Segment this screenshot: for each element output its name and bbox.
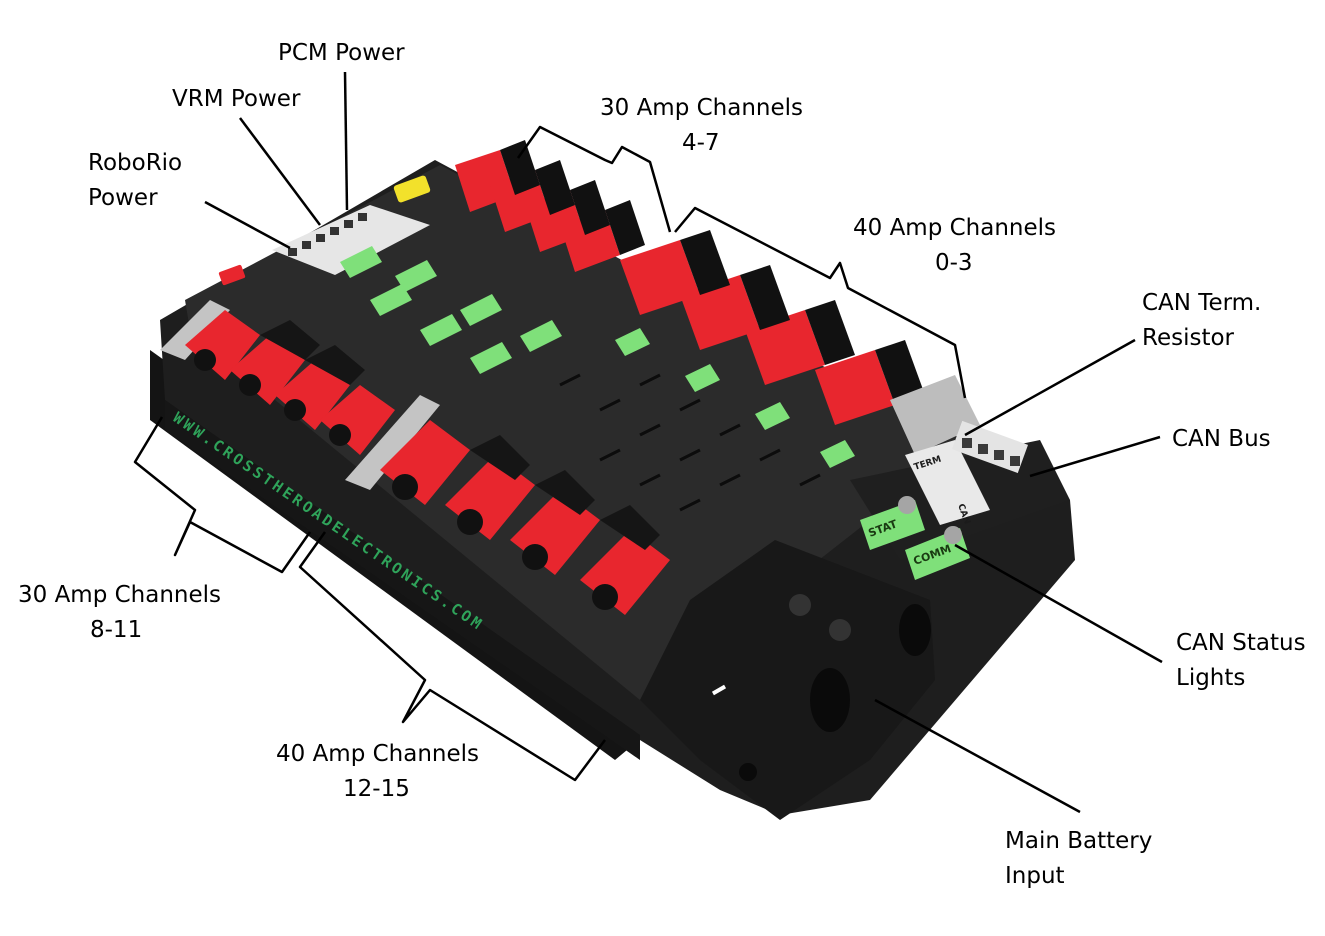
brace-40amp-12-15 [298, 531, 606, 782]
battery-post-2 [829, 619, 851, 641]
mount-hole [739, 763, 757, 781]
label-can-status-line2: Lights [1176, 665, 1245, 691]
top-connector-row [455, 140, 980, 455]
label-battery-line2: Input [1005, 863, 1065, 889]
annotations: PCM Power VRM Power RoboRio Power 30 Amp… [18, 40, 1306, 889]
label-roborio-power-line1: RoboRio [88, 150, 182, 176]
leader-can-bus [1029, 435, 1161, 478]
leader-vrm-power [238, 117, 322, 226]
comm-led [944, 526, 962, 544]
plate-slots [559, 373, 821, 512]
label-vrm-power: VRM Power [172, 86, 301, 112]
label-can-status-line1: CAN Status [1176, 630, 1306, 656]
brace-30amp-8-11 [133, 416, 312, 574]
can-label-strip [905, 440, 990, 525]
battery-input-block [640, 540, 935, 820]
front-connector-row [160, 300, 670, 615]
label-30amp-8-11-line2: 8-11 [90, 617, 142, 643]
label-40amp-12-15-line1: 40 Amp Channels [276, 741, 479, 767]
battery-hole-1 [899, 604, 931, 656]
channel-number-tabs [340, 246, 855, 468]
controller-terminal-screws [288, 213, 367, 256]
label-30amp-4-7-line1: 30 Amp Channels [600, 95, 803, 121]
leader-roborio-power [204, 200, 291, 250]
leader-pcm-power [343, 71, 349, 211]
front-face [165, 400, 640, 760]
controller-power-terminal [272, 205, 430, 275]
label-battery-line1: Main Battery [1005, 828, 1152, 854]
yellow-fuse [393, 175, 431, 203]
white-indicator [711, 684, 727, 696]
label-30amp-8-11-line1: 30 Amp Channels [18, 582, 221, 608]
label-can-bus: CAN Bus [1172, 426, 1271, 452]
power-distribution-panel: WWW.CROSSTHEROADELECTRONICS.COM TERM CAN… [150, 140, 1075, 820]
battery-hole-2 [810, 668, 850, 732]
label-can-term-line1: CAN Term. [1142, 290, 1261, 316]
battery-post-1 [789, 594, 811, 616]
can-terminal-screws [962, 438, 1020, 466]
label-pcm-power: PCM Power [278, 40, 405, 66]
can-bus-terminal [951, 420, 1029, 474]
label-40amp-0-3-line2: 0-3 [935, 250, 973, 276]
front-gray-cap-mid [345, 395, 440, 490]
leader-battery [874, 698, 1081, 814]
front-gray-cap-left [160, 300, 230, 360]
label-40amp-0-3-line1: 40 Amp Channels [853, 215, 1056, 241]
leader-can-status [954, 543, 1163, 664]
brace-40amp-0-3 [674, 206, 967, 399]
red-small-fuse [218, 264, 246, 286]
label-can-term-line2: Resistor [1142, 325, 1235, 351]
label-40amp-12-15-line2: 12-15 [343, 776, 410, 802]
stat-led [898, 496, 916, 514]
label-30amp-4-7-line2: 4-7 [682, 130, 720, 156]
brace-30amp-4-7 [516, 125, 672, 233]
leader-can-term [964, 338, 1136, 437]
label-roborio-power-line2: Power [88, 185, 158, 211]
